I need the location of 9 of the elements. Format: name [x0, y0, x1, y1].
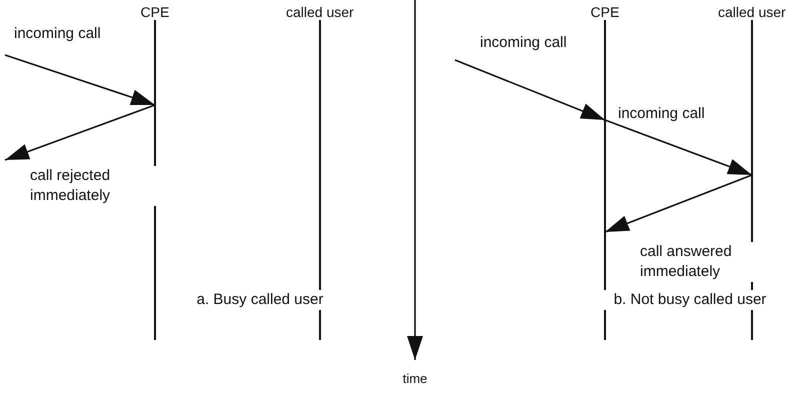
- lifeline-label: called user: [286, 4, 354, 20]
- message-arrow: [604, 174, 752, 233]
- lifeline-label: CPE: [140, 4, 170, 20]
- lifeline-label: CPE: [590, 4, 620, 20]
- message-arrow: [604, 119, 752, 176]
- message-arrow: [4, 54, 156, 106]
- lifeline-label: called user: [718, 4, 786, 20]
- message-arrow: [454, 59, 606, 121]
- message-arrow: [4, 104, 156, 161]
